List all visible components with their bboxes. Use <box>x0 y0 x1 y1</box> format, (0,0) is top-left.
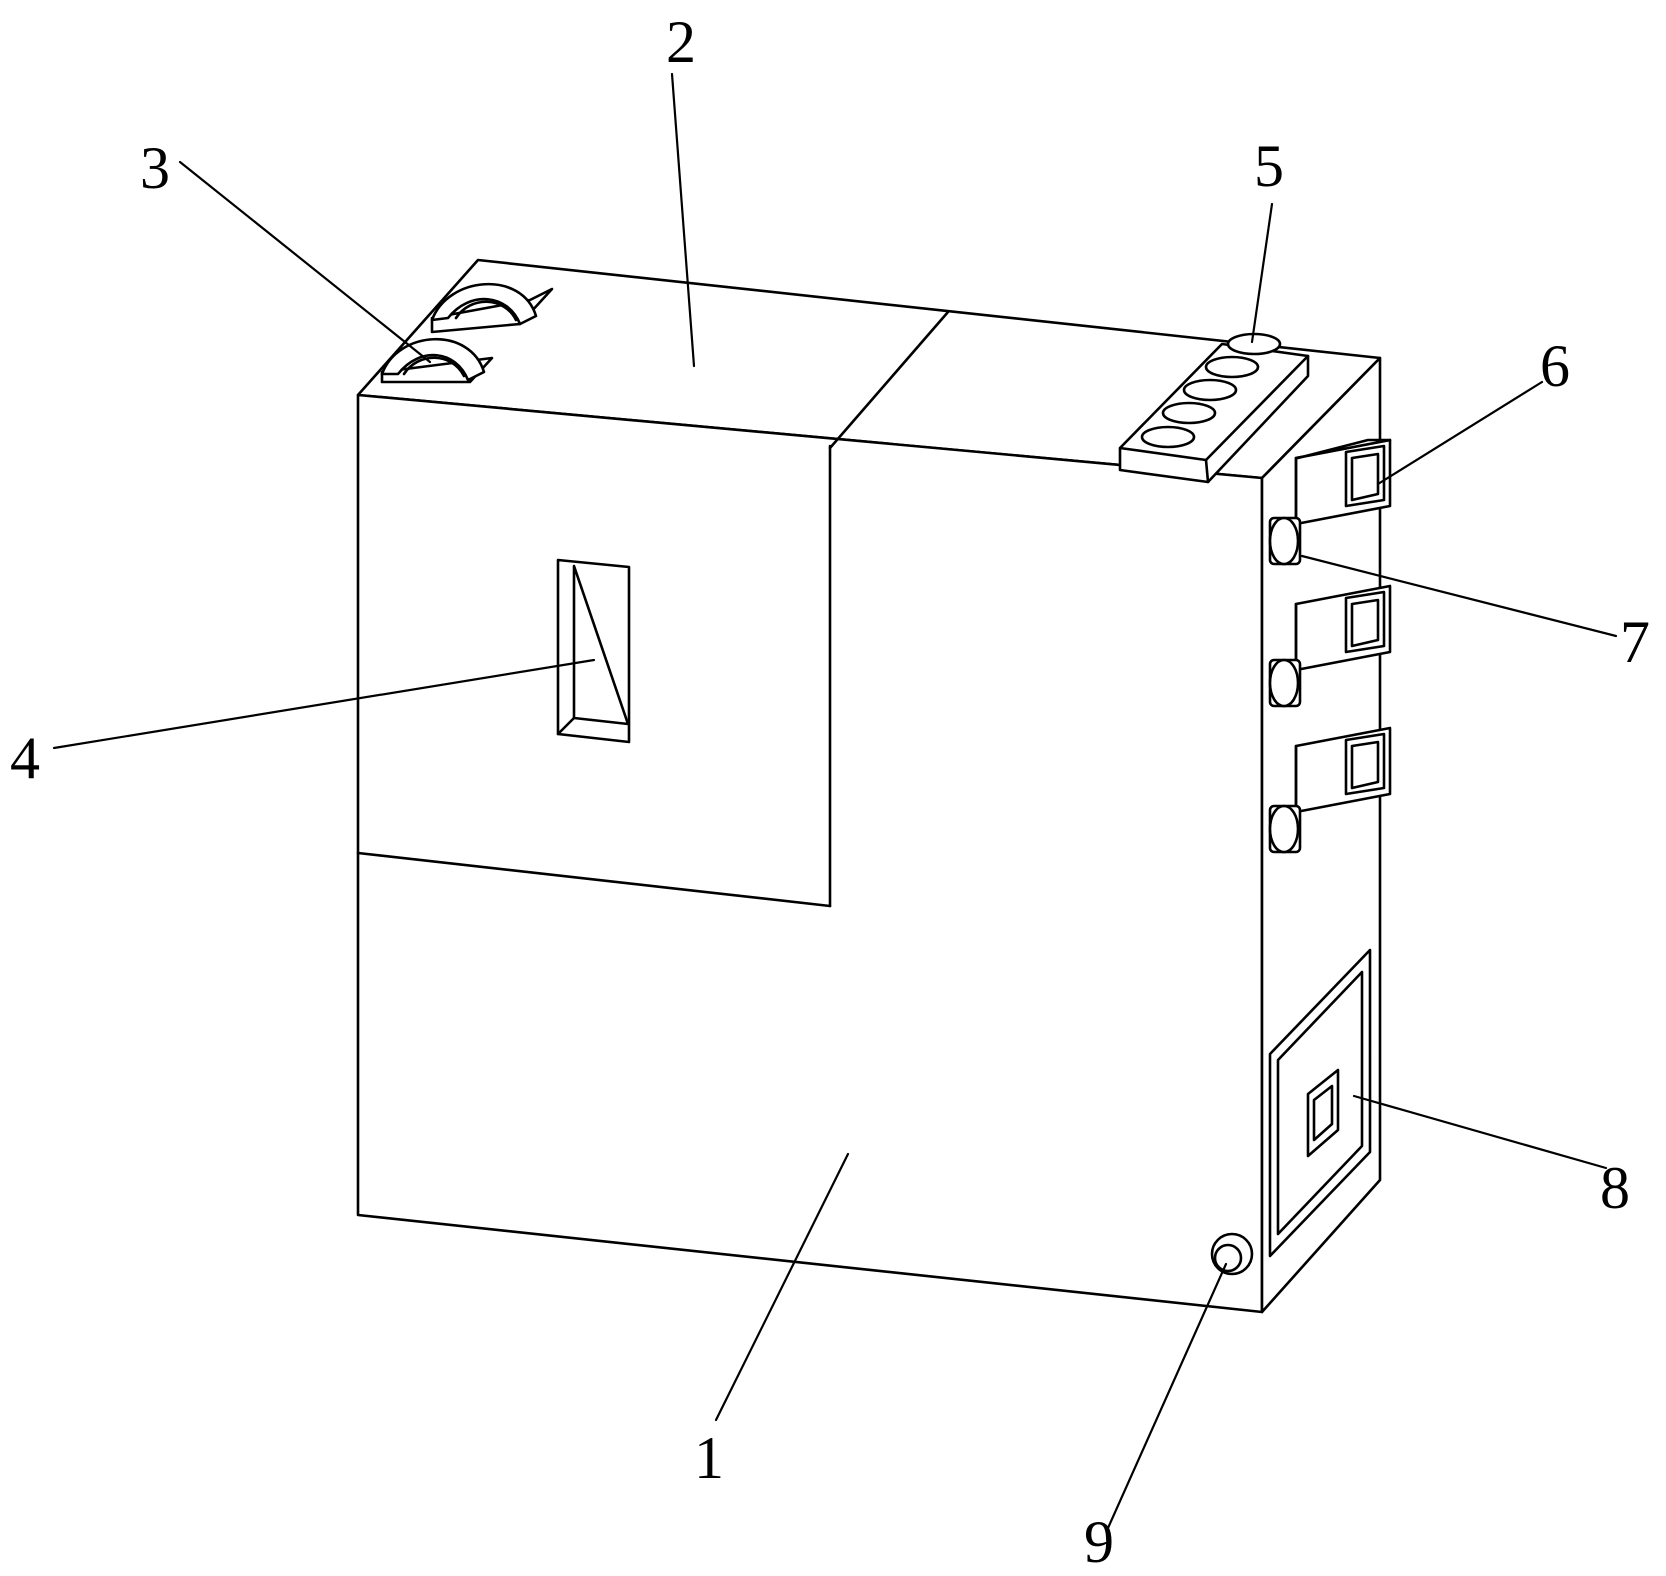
access-panel-handle <box>1306 1068 1340 1158</box>
top-cover-split-line <box>828 310 950 450</box>
front-window-inner <box>572 564 630 726</box>
leader-7 <box>1300 554 1618 638</box>
callout-2: 2 <box>666 9 696 75</box>
callout-labels: 1 2 3 4 5 6 7 8 9 <box>10 9 1650 1575</box>
connector-box-3 <box>1294 726 1392 848</box>
callout-9: 9 <box>1084 1509 1114 1575</box>
side-access-panel <box>1268 948 1372 1258</box>
front-door-bottom-edge <box>356 851 832 908</box>
top-button-2 <box>1204 355 1260 379</box>
vent-hood-back <box>430 282 554 334</box>
callout-6: 6 <box>1540 333 1570 399</box>
callout-3: 3 <box>140 135 170 201</box>
callout-1: 1 <box>694 1425 724 1491</box>
callout-5: 5 <box>1254 133 1284 199</box>
access-panel-inner <box>1276 970 1364 1236</box>
side-knob-1 <box>1268 516 1302 566</box>
top-button-3 <box>1182 378 1238 402</box>
connector-box-2 <box>1294 584 1392 702</box>
leader-2 <box>670 72 696 368</box>
top-button-4 <box>1161 401 1217 425</box>
front-window <box>556 558 631 744</box>
side-knob-3 <box>1268 804 1302 854</box>
leader-1 <box>714 1152 850 1422</box>
top-button-strip <box>1118 332 1310 484</box>
callout-4: 4 <box>10 725 40 791</box>
cabinet-front-face <box>356 393 1264 1314</box>
callout-7: 7 <box>1620 609 1650 675</box>
drain-plug-outer <box>1210 1232 1254 1276</box>
drain-plug <box>1210 1232 1254 1276</box>
front-window-frame <box>556 558 631 744</box>
leader-8 <box>1352 1094 1608 1170</box>
top-button-1 <box>1226 332 1282 356</box>
leader-6 <box>1376 380 1544 486</box>
side-connector-boxes <box>1294 438 1392 848</box>
top-button-5 <box>1140 425 1196 449</box>
leader-9 <box>1106 1262 1228 1530</box>
callout-8: 8 <box>1600 1155 1630 1221</box>
leader-3 <box>178 160 432 364</box>
top-vent-hoods <box>380 282 554 384</box>
leader-lines <box>52 72 1618 1530</box>
side-knob-2 <box>1268 658 1302 708</box>
drain-plug-inner <box>1213 1243 1243 1273</box>
top-buttons <box>1140 332 1282 449</box>
top-cover <box>356 310 950 908</box>
leader-5 <box>1250 202 1274 344</box>
leader-4 <box>52 658 596 750</box>
side-knobs <box>1268 516 1302 854</box>
